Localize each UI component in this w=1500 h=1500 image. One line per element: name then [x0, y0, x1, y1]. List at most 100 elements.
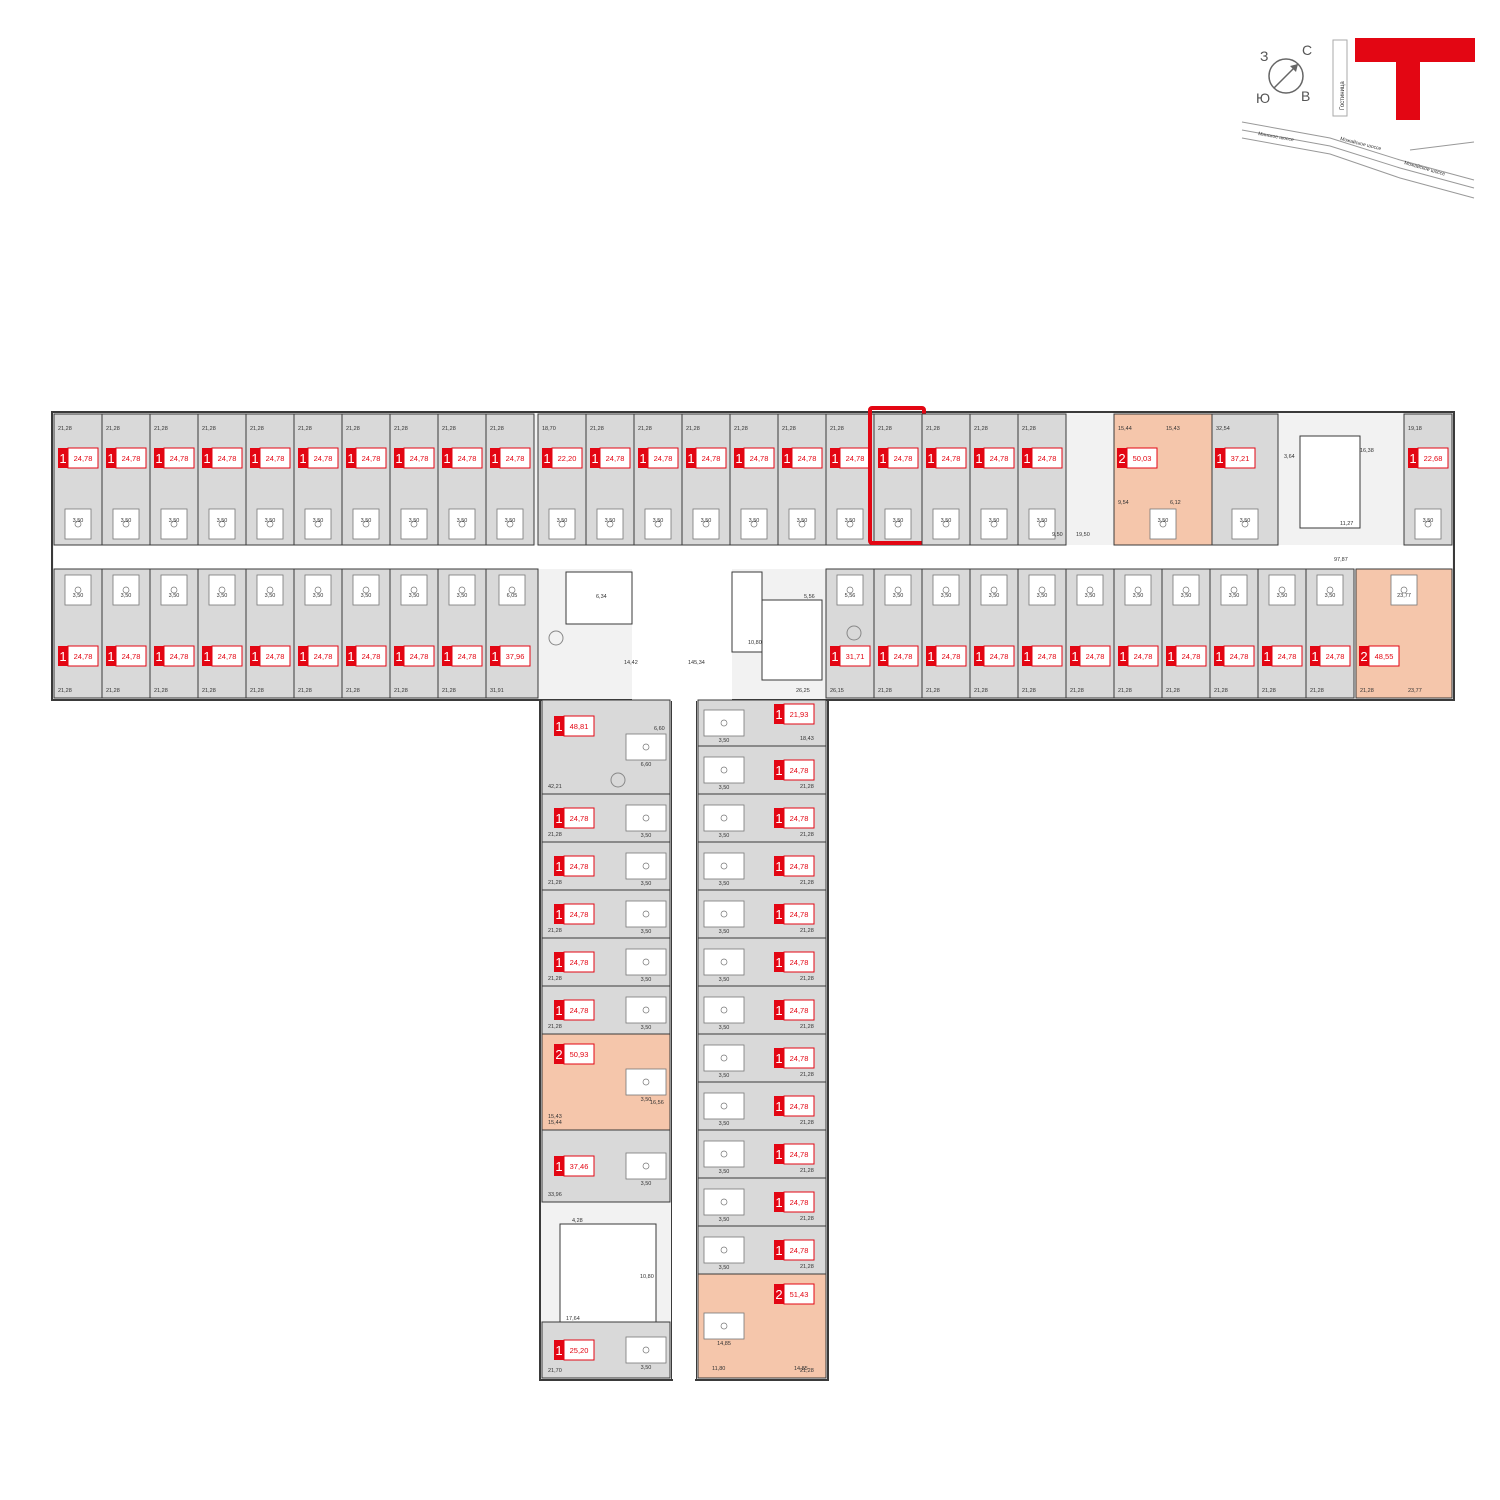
unit-badge[interactable]: 124,78 — [106, 447, 147, 469]
unit-badge[interactable]: 124,78 — [774, 807, 815, 829]
unit-badge[interactable]: 124,78 — [774, 855, 815, 877]
unit-right-13[interactable]: 251,4321,2814,8511,8014,85 — [697, 1273, 827, 1379]
unit-mid-9[interactable]: 124,7821,283,50 — [437, 568, 487, 699]
unit-left-2[interactable]: 124,7821,283,50 — [541, 793, 671, 843]
unit-badge[interactable]: 131,71 — [830, 645, 871, 667]
unit-top-11[interactable]: 122,2018,703,50 — [537, 413, 587, 546]
unit-badge[interactable]: 124,78 — [774, 759, 815, 781]
unit-badge[interactable]: 124,78 — [250, 645, 291, 667]
unit-right-10[interactable]: 124,7821,283,50 — [697, 1129, 827, 1179]
unit-badge[interactable]: 148,81 — [554, 715, 595, 737]
unit-top-14[interactable]: 124,7821,283,50 — [681, 413, 731, 546]
unit-badge[interactable]: 124,78 — [1022, 645, 1063, 667]
unit-mid-13[interactable]: 124,7821,283,50 — [921, 568, 971, 699]
unit-right-6[interactable]: 124,7821,283,50 — [697, 937, 827, 987]
unit-top-10[interactable]: 124,7821,283,50 — [485, 413, 535, 546]
unit-badge[interactable]: 124,78 — [774, 1239, 815, 1261]
unit-top-19[interactable]: 124,7821,283,50 — [921, 413, 971, 546]
unit-mid-10[interactable]: 137,9631,916,05 — [485, 568, 539, 699]
unit-badge[interactable]: 124,78 — [974, 447, 1015, 469]
unit-badge[interactable]: 124,78 — [250, 447, 291, 469]
unit-top-20[interactable]: 124,7821,283,50 — [969, 413, 1019, 546]
unit-badge[interactable]: 248,55 — [1359, 645, 1400, 667]
unit-mid-6[interactable]: 124,7821,283,50 — [293, 568, 343, 699]
unit-left-4[interactable]: 124,7821,283,50 — [541, 889, 671, 939]
unit-badge[interactable]: 124,78 — [346, 645, 387, 667]
unit-right-12[interactable]: 124,7821,283,50 — [697, 1225, 827, 1275]
unit-badge[interactable]: 124,78 — [202, 447, 243, 469]
unit-left-6[interactable]: 124,7821,283,50 — [541, 985, 671, 1035]
unit-mid-15[interactable]: 124,7821,283,50 — [1017, 568, 1067, 699]
unit-top-17[interactable]: 124,7821,283,50 — [825, 413, 875, 546]
unit-badge[interactable]: 124,78 — [154, 447, 195, 469]
unit-badge[interactable]: 124,78 — [1166, 645, 1207, 667]
unit-badge[interactable]: 137,96 — [490, 645, 531, 667]
unit-badge[interactable]: 124,78 — [830, 447, 871, 469]
unit-badge[interactable]: 124,78 — [394, 447, 435, 469]
unit-right-1[interactable]: 121,9318,433,50 — [697, 699, 827, 747]
unit-mid-4[interactable]: 124,7821,283,50 — [197, 568, 247, 699]
unit-mid-11[interactable]: 131,7126,155,56 — [825, 568, 875, 699]
unit-right-3[interactable]: 124,7821,283,50 — [697, 793, 827, 843]
unit-mid-18[interactable]: 124,7821,283,50 — [1161, 568, 1211, 699]
unit-left-9[interactable]: 125,2021,703,50 — [541, 1321, 671, 1379]
unit-right-7[interactable]: 124,7821,283,50 — [697, 985, 827, 1035]
unit-badge[interactable]: 124,78 — [1262, 645, 1303, 667]
unit-top-15[interactable]: 124,7821,283,50 — [729, 413, 779, 546]
unit-badge[interactable]: 124,78 — [58, 447, 99, 469]
unit-top-24[interactable]: 122,6819,183,50 — [1403, 413, 1453, 546]
unit-badge[interactable]: 124,78 — [554, 903, 595, 925]
unit-top-12[interactable]: 124,7821,283,50 — [585, 413, 635, 546]
unit-top-23[interactable]: 137,2132,543,50 — [1211, 413, 1279, 546]
unit-badge[interactable]: 124,78 — [442, 645, 483, 667]
unit-left-8[interactable]: 137,4633,963,50 — [541, 1129, 671, 1203]
unit-badge[interactable]: 251,43 — [774, 1283, 815, 1305]
unit-badge[interactable]: 122,68 — [1408, 447, 1449, 469]
unit-badge[interactable]: 124,78 — [590, 447, 631, 469]
unit-badge[interactable]: 124,78 — [1118, 645, 1159, 667]
unit-badge[interactable]: 124,78 — [686, 447, 727, 469]
unit-top-2[interactable]: 124,7821,283,50 — [101, 413, 151, 546]
unit-mid-20[interactable]: 124,7821,283,50 — [1257, 568, 1307, 699]
unit-top-7[interactable]: 124,7821,283,50 — [341, 413, 391, 546]
unit-mid-5[interactable]: 124,7821,283,50 — [245, 568, 295, 699]
unit-mid-12[interactable]: 124,7821,283,50 — [873, 568, 923, 699]
unit-mid-2[interactable]: 124,7821,283,50 — [101, 568, 151, 699]
unit-badge[interactable]: 124,78 — [298, 447, 339, 469]
unit-left-3[interactable]: 124,7821,283,50 — [541, 841, 671, 891]
unit-badge[interactable]: 122,20 — [542, 447, 583, 469]
unit-badge[interactable]: 124,78 — [1214, 645, 1255, 667]
unit-badge[interactable]: 124,78 — [346, 447, 387, 469]
unit-badge[interactable]: 137,46 — [554, 1155, 595, 1177]
unit-badge[interactable]: 124,78 — [554, 807, 595, 829]
unit-badge[interactable]: 124,78 — [554, 951, 595, 973]
unit-mid-21[interactable]: 124,7821,283,50 — [1305, 568, 1355, 699]
unit-top-16[interactable]: 124,7821,283,50 — [777, 413, 827, 546]
unit-badge[interactable]: 124,78 — [734, 447, 775, 469]
unit-badge[interactable]: 124,78 — [1022, 447, 1063, 469]
unit-badge[interactable]: 121,93 — [774, 703, 815, 725]
unit-badge[interactable]: 124,78 — [106, 645, 147, 667]
unit-top-3[interactable]: 124,7821,283,50 — [149, 413, 199, 546]
unit-badge[interactable]: 250,03 — [1117, 447, 1158, 469]
unit-top-9[interactable]: 124,7821,283,50 — [437, 413, 487, 546]
unit-badge[interactable]: 124,78 — [1070, 645, 1111, 667]
unit-badge[interactable]: 124,78 — [774, 903, 815, 925]
unit-badge[interactable]: 124,78 — [974, 645, 1015, 667]
unit-badge[interactable]: 125,20 — [554, 1339, 595, 1361]
unit-top-8[interactable]: 124,7821,283,50 — [389, 413, 439, 546]
unit-mid-7[interactable]: 124,7821,283,50 — [341, 568, 391, 699]
unit-top-6[interactable]: 124,7821,283,50 — [293, 413, 343, 546]
unit-mid-14[interactable]: 124,7821,283,50 — [969, 568, 1019, 699]
unit-badge[interactable]: 124,78 — [58, 645, 99, 667]
unit-badge[interactable]: 124,78 — [394, 645, 435, 667]
unit-badge[interactable]: 124,78 — [774, 1191, 815, 1213]
unit-badge[interactable]: 124,78 — [774, 999, 815, 1021]
unit-right-5[interactable]: 124,7821,283,50 — [697, 889, 827, 939]
unit-left-7[interactable]: 250,9315,443,5015,4316,56 — [541, 1033, 671, 1131]
unit-badge[interactable]: 124,78 — [774, 1143, 815, 1165]
unit-left-5[interactable]: 124,7821,283,50 — [541, 937, 671, 987]
unit-badge[interactable]: 124,78 — [774, 1047, 815, 1069]
unit-top-1[interactable]: 124,7821,283,50 — [53, 413, 103, 546]
unit-mid-3[interactable]: 124,7821,283,50 — [149, 568, 199, 699]
